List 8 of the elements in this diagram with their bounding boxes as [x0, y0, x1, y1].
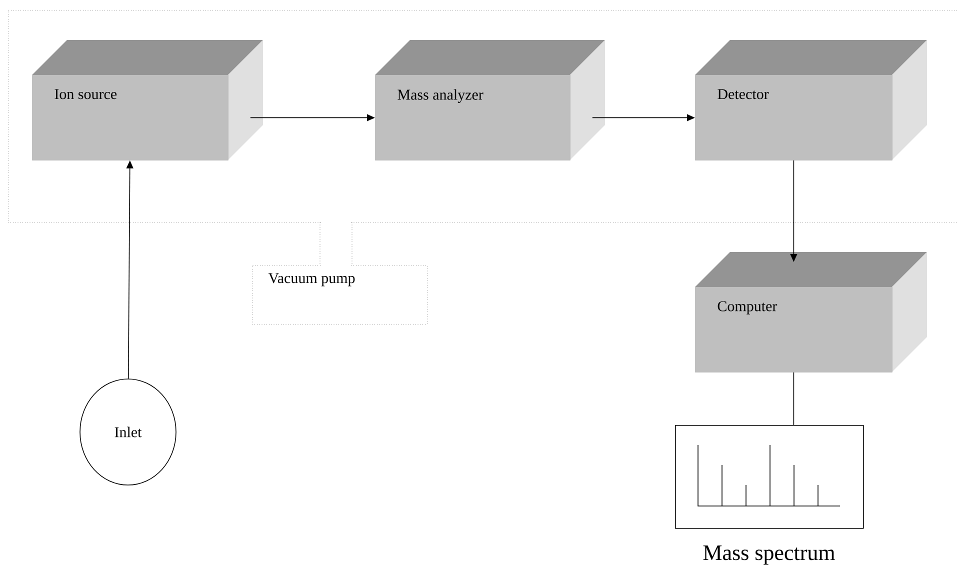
node-label: Mass spectrum	[703, 546, 835, 565]
tube-line	[320, 222, 352, 266]
device-box: Computer	[695, 252, 927, 372]
device-box: Ion source	[32, 40, 263, 160]
pump-box: Vacuum pump	[252, 265, 428, 324]
device-box: Detector	[695, 40, 927, 160]
spectrum-box	[675, 425, 864, 529]
device-box: Mass analyzer	[375, 40, 605, 160]
